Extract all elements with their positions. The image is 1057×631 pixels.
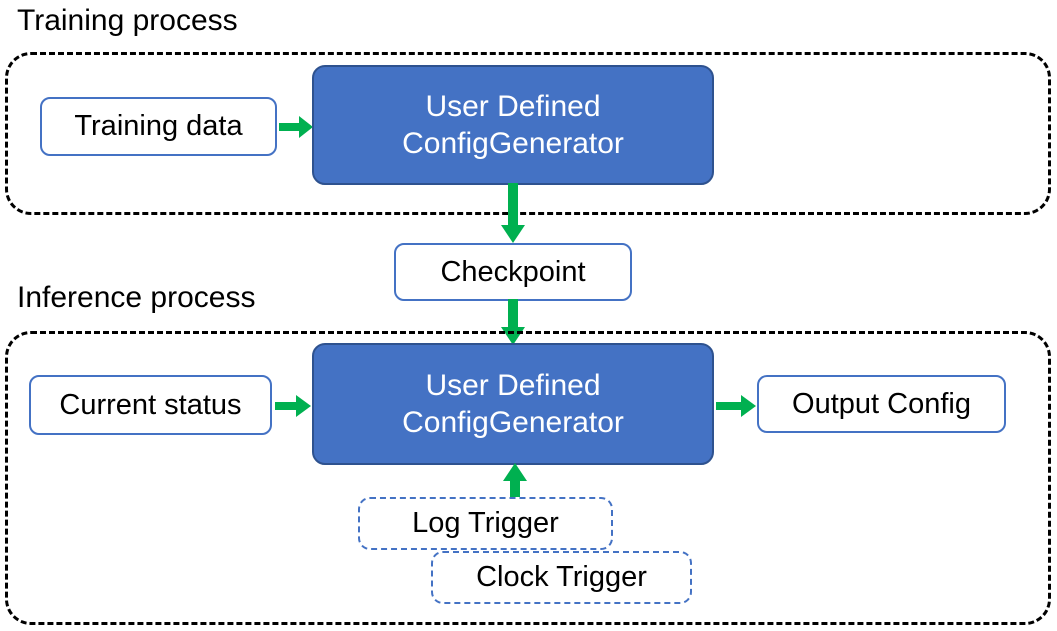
training-process-label: Training process	[17, 4, 238, 37]
current-status-label: Current status	[59, 388, 242, 421]
output-config-box[interactable]: Output Config	[757, 375, 1006, 433]
arrow-triggers-to-generator	[500, 463, 530, 505]
inference-process-label: Inference process	[17, 281, 256, 314]
clock-trigger-label: Clock Trigger	[476, 561, 647, 593]
training-generator-line-2: ConfigGenerator	[402, 127, 624, 160]
clock-trigger-box[interactable]: Clock Trigger	[431, 551, 692, 604]
output-config-label: Output Config	[792, 387, 971, 420]
log-trigger-label: Log Trigger	[412, 507, 559, 539]
training-process-container	[5, 52, 1051, 215]
inference-generator-line-1: User Defined	[425, 368, 601, 402]
checkpoint-box[interactable]: Checkpoint	[394, 243, 632, 301]
arrow-training-generator-to-checkpoint	[498, 183, 528, 245]
inference-process-container	[5, 331, 1051, 625]
current-status-box[interactable]: Current status	[29, 375, 272, 435]
log-trigger-box[interactable]: Log Trigger	[358, 497, 613, 550]
training-generator-line-1: User Defined	[425, 89, 601, 123]
inference-config-generator-box[interactable]: User Defined ConfigGenerator	[312, 343, 714, 465]
arrow-generator-to-output-config	[716, 392, 758, 420]
training-data-label: Training data	[74, 110, 243, 142]
training-data-box[interactable]: Training data	[40, 97, 277, 156]
checkpoint-label: Checkpoint	[440, 255, 586, 288]
training-config-generator-box[interactable]: User Defined ConfigGenerator	[312, 65, 714, 185]
arrow-training-data-to-generator	[279, 113, 315, 141]
inference-generator-line-2: ConfigGenerator	[402, 406, 624, 439]
arrow-current-status-to-generator	[275, 392, 313, 420]
